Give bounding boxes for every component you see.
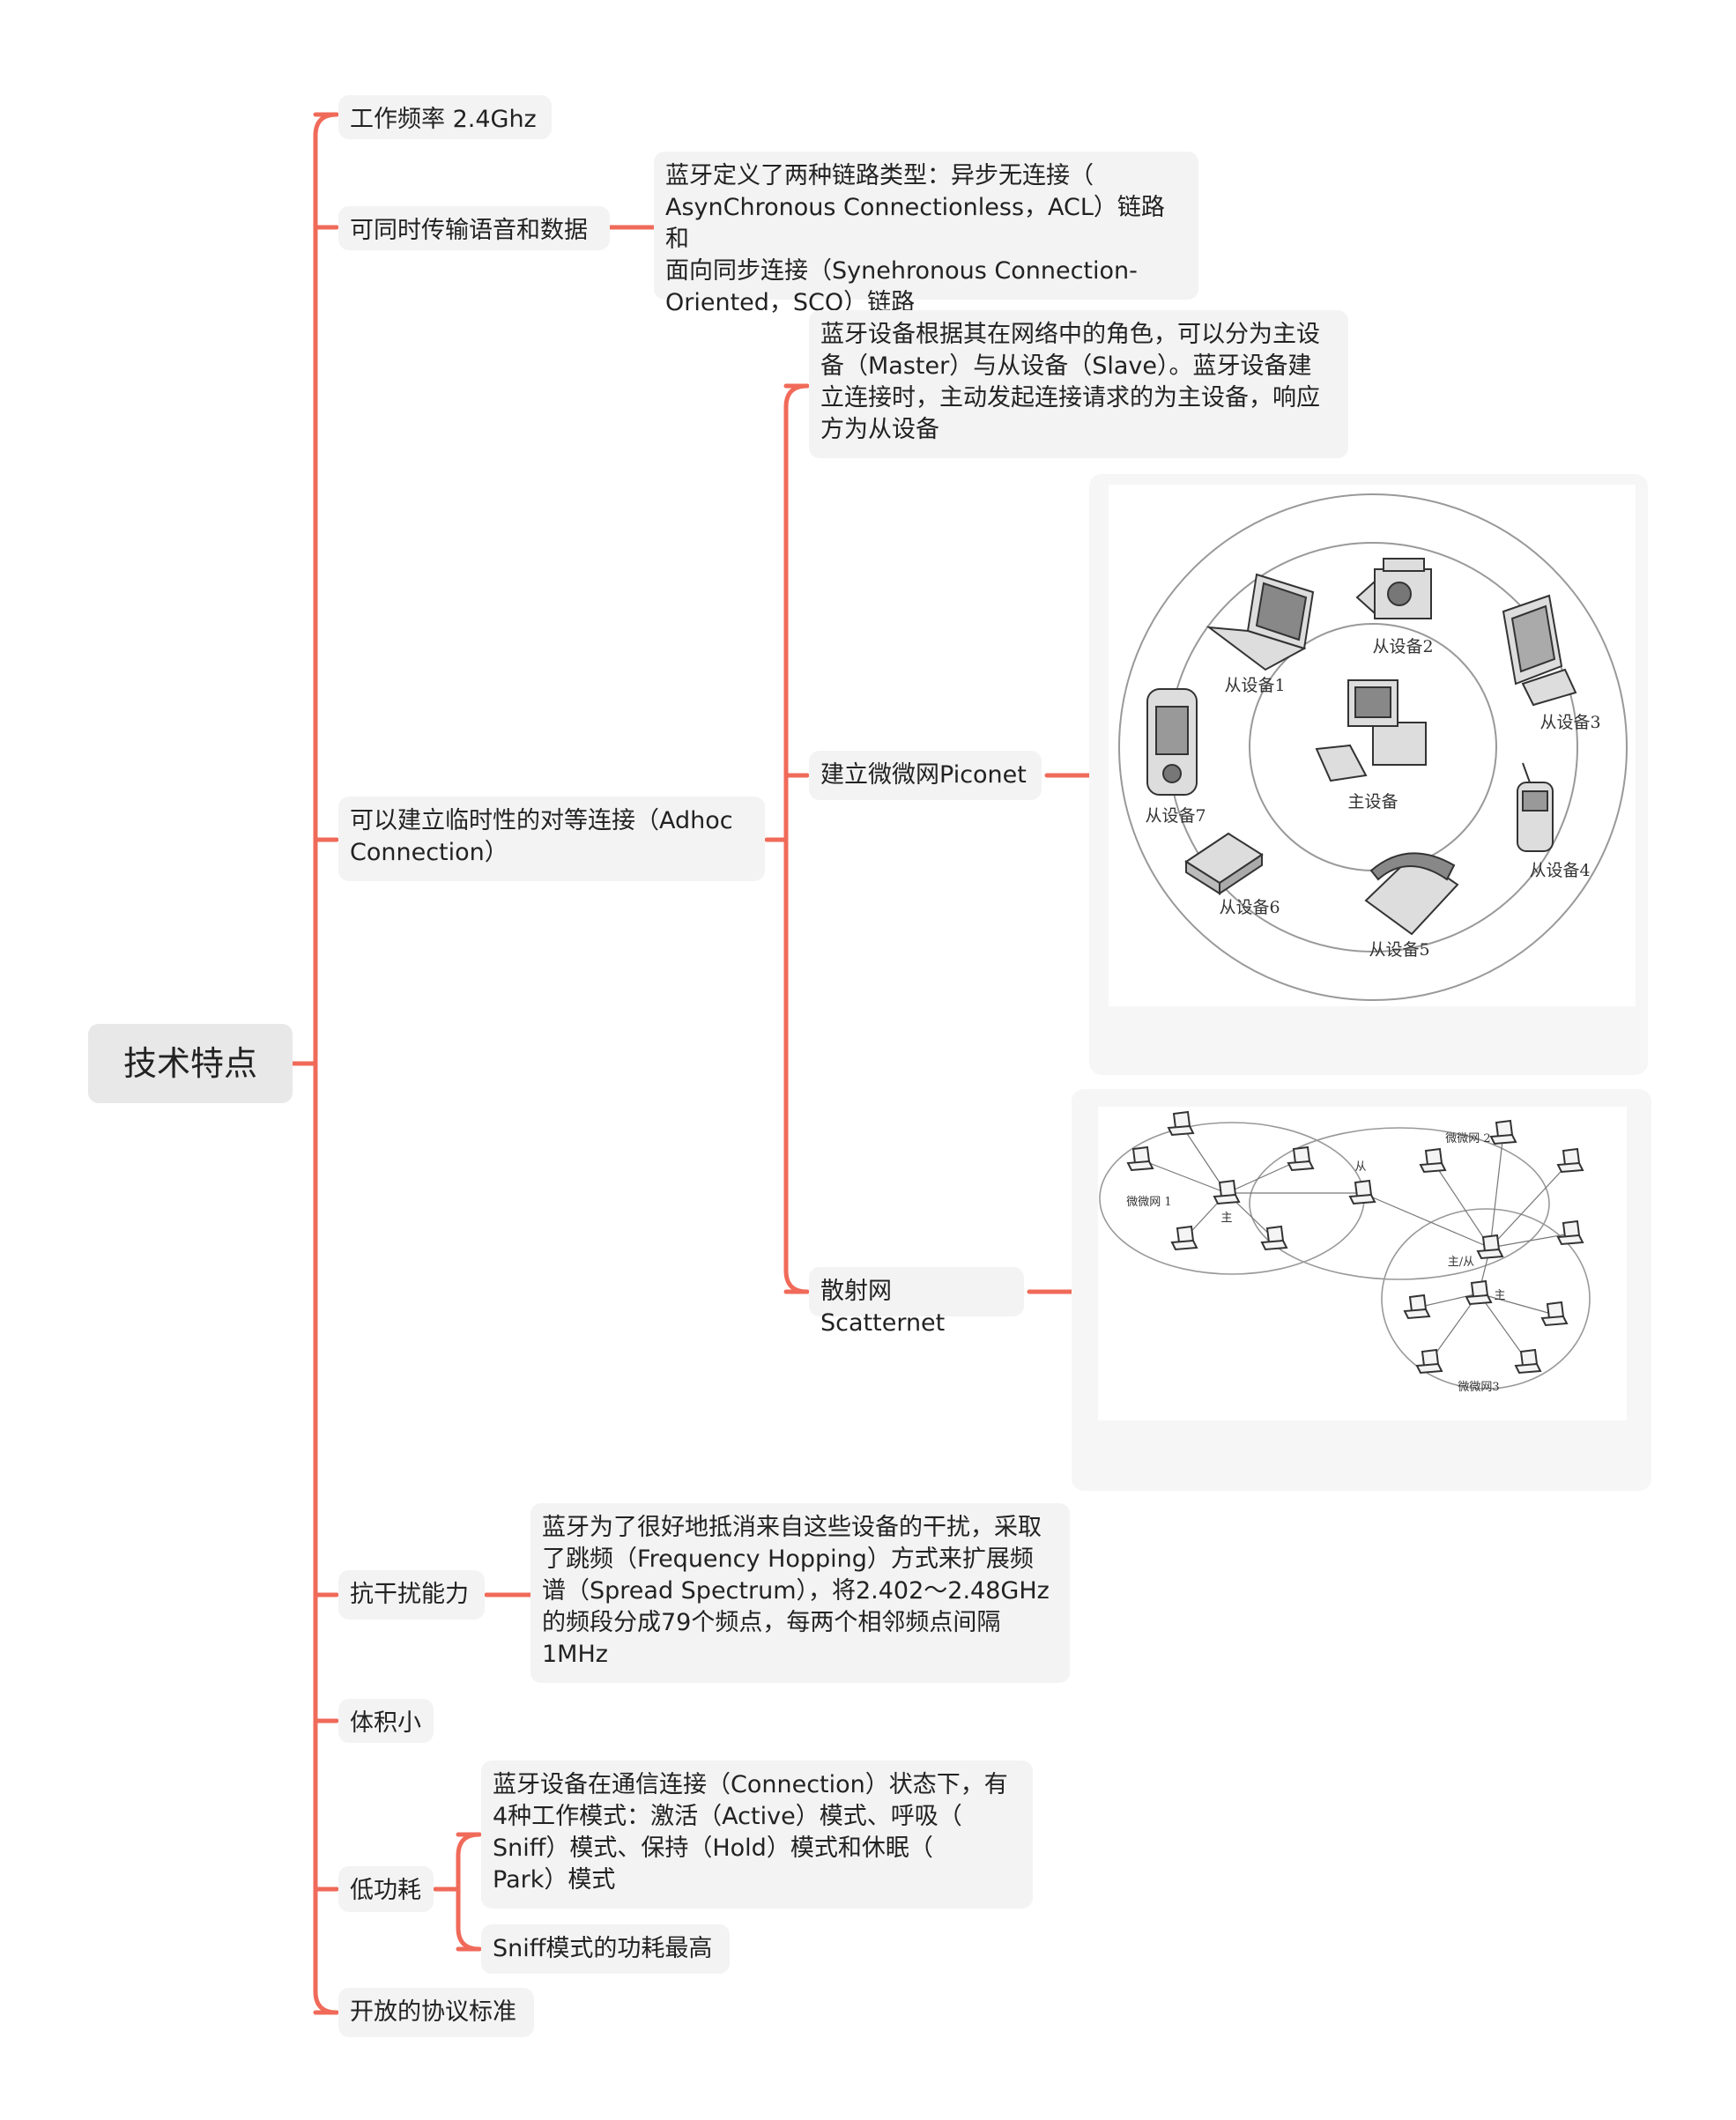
laptop-icon bbox=[1476, 1234, 1504, 1260]
power-trunk bbox=[456, 1832, 482, 1952]
laptop-icon bbox=[1415, 1348, 1443, 1375]
label-master: 主设备 bbox=[1347, 792, 1398, 812]
piconet-image[interactable]: 主设备 从设备1 从设备2 从设备3 从设备4 从设备5 从设备6 从设备7 bbox=[1089, 474, 1648, 1075]
label-net1: 微微网 1 bbox=[1126, 1196, 1171, 1209]
node-adhoc[interactable]: 可以建立临时性的对等连接（Adhoc Connection） bbox=[338, 797, 765, 881]
laptop-icon bbox=[1126, 1145, 1154, 1172]
laptop-icon bbox=[1465, 1279, 1493, 1306]
node-voice-detail[interactable]: 蓝牙定义了两种链路类型：异步无连接（ AsynChronous Connecti… bbox=[654, 152, 1198, 316]
label-slave-5: 从设备5 bbox=[1369, 940, 1429, 960]
node-power-label: 低功耗 bbox=[350, 1877, 421, 1904]
node-voice-detail-text: 蓝牙定义了两种链路类型：异步无连接（ AsynChronous Connecti… bbox=[665, 162, 1165, 316]
laptop-icon bbox=[1489, 1119, 1517, 1145]
computer-icon bbox=[1315, 679, 1427, 782]
node-power-modes[interactable]: 蓝牙设备在通信连接（Connection）状态下，有 4种工作模式：激活（Act… bbox=[481, 1760, 1033, 1909]
label-master-3: 主 bbox=[1494, 1289, 1505, 1302]
laptop-icon bbox=[1287, 1145, 1315, 1172]
laptop-icon bbox=[1206, 573, 1315, 671]
node-adhoc-label: 可以建立临时性的对等连接（Adhoc Connection） bbox=[350, 807, 733, 866]
node-scatternet-label: 散射网Scatternet bbox=[820, 1278, 946, 1337]
monitor-icon bbox=[1502, 594, 1577, 707]
laptop-icon bbox=[1260, 1225, 1288, 1251]
node-power-modes-text: 蓝牙设备在通信连接（Connection）状态下，有 4种工作模式：激活（Act… bbox=[493, 1771, 1008, 1894]
node-interference-detail-text: 蓝牙为了很好地抵消来自这些设备的干扰，采取 了跳频（Frequency Hopp… bbox=[542, 1514, 1050, 1668]
laptop-icon bbox=[1419, 1147, 1447, 1174]
label-slave-3: 从设备3 bbox=[1539, 713, 1600, 732]
laptop-icon bbox=[1556, 1219, 1584, 1246]
node-frequency-label: 工作频率 2.4Ghz bbox=[350, 106, 537, 133]
node-interference-label: 抗干扰能力 bbox=[350, 1581, 469, 1608]
label-net2: 微微网 2 bbox=[1445, 1132, 1490, 1145]
label-master-slave: 主/从 bbox=[1448, 1256, 1474, 1269]
node-frequency[interactable]: 工作频率 2.4Ghz bbox=[338, 95, 552, 139]
node-power[interactable]: 低功耗 bbox=[338, 1866, 434, 1912]
adhoc-trunk bbox=[783, 383, 810, 1294]
node-voice-data-label: 可同时传输语音和数据 bbox=[350, 217, 588, 244]
laptop-icon bbox=[1170, 1225, 1198, 1251]
main-trunk bbox=[313, 112, 339, 2015]
label-slave-4: 从设备4 bbox=[1529, 861, 1590, 880]
node-size-label: 体积小 bbox=[350, 1709, 421, 1737]
scatternet-diagram: 微微网 1 微微网 2 微微网3 主 从 主/从 主 bbox=[1098, 1107, 1627, 1420]
mobile-phone-icon bbox=[1517, 762, 1554, 852]
pda-icon bbox=[1146, 688, 1198, 796]
node-size[interactable]: 体积小 bbox=[338, 1699, 434, 1743]
node-interference-detail[interactable]: 蓝牙为了很好地抵消来自这些设备的干扰，采取 了跳频（Frequency Hopp… bbox=[530, 1503, 1070, 1683]
node-power-sniff-text: Sniff模式的功耗最高 bbox=[493, 1935, 713, 1962]
node-power-sniff[interactable]: Sniff模式的功耗最高 bbox=[481, 1924, 730, 1974]
node-roles-text: 蓝牙设备根据其在网络中的角色，可以分为主设 备（Master）与从设备（Slav… bbox=[820, 321, 1320, 443]
laptop-icon bbox=[1403, 1293, 1431, 1320]
camcorder-icon bbox=[1355, 558, 1432, 619]
laptop-icon bbox=[1167, 1110, 1195, 1137]
laptop-icon bbox=[1540, 1301, 1569, 1327]
node-roles[interactable]: 蓝牙设备根据其在网络中的角色，可以分为主设 备（Master）与从设备（Slav… bbox=[809, 310, 1348, 458]
piconet-diagram: 主设备 从设备1 从设备2 从设备3 从设备4 从设备5 从设备6 从设备7 bbox=[1109, 485, 1636, 1006]
root-label: 技术特点 bbox=[122, 1044, 257, 1083]
node-piconet[interactable]: 建立微微网Piconet bbox=[809, 751, 1042, 800]
label-slave-2: 从设备2 bbox=[1372, 637, 1433, 656]
label-net3: 微微网3 bbox=[1458, 1381, 1499, 1394]
laptop-icon bbox=[1348, 1179, 1376, 1205]
telephone-icon bbox=[1364, 852, 1459, 936]
router-icon bbox=[1184, 832, 1264, 895]
label-slave-1: 从设备1 bbox=[1224, 676, 1285, 695]
node-open-standard[interactable]: 开放的协议标准 bbox=[338, 1988, 534, 2037]
label-slave-bridge: 从 bbox=[1354, 1160, 1366, 1174]
laptop-icon bbox=[1556, 1147, 1584, 1174]
node-interference[interactable]: 抗干扰能力 bbox=[338, 1570, 485, 1620]
node-piconet-label: 建立微微网Piconet bbox=[820, 761, 1027, 789]
root-node[interactable]: 技术特点 bbox=[88, 1024, 293, 1103]
laptop-icon bbox=[1514, 1348, 1542, 1375]
node-open-standard-label: 开放的协议标准 bbox=[350, 1998, 516, 2026]
scatternet-image[interactable]: 微微网 1 微微网 2 微微网3 主 从 主/从 主 bbox=[1072, 1089, 1651, 1491]
label-slave-7: 从设备7 bbox=[1145, 806, 1206, 826]
laptop-icon bbox=[1213, 1179, 1241, 1205]
label-master-1: 主 bbox=[1220, 1212, 1232, 1225]
node-voice-data[interactable]: 可同时传输语音和数据 bbox=[338, 206, 610, 250]
node-scatternet[interactable]: 散射网Scatternet bbox=[809, 1267, 1024, 1337]
label-slave-6: 从设备6 bbox=[1219, 898, 1280, 917]
